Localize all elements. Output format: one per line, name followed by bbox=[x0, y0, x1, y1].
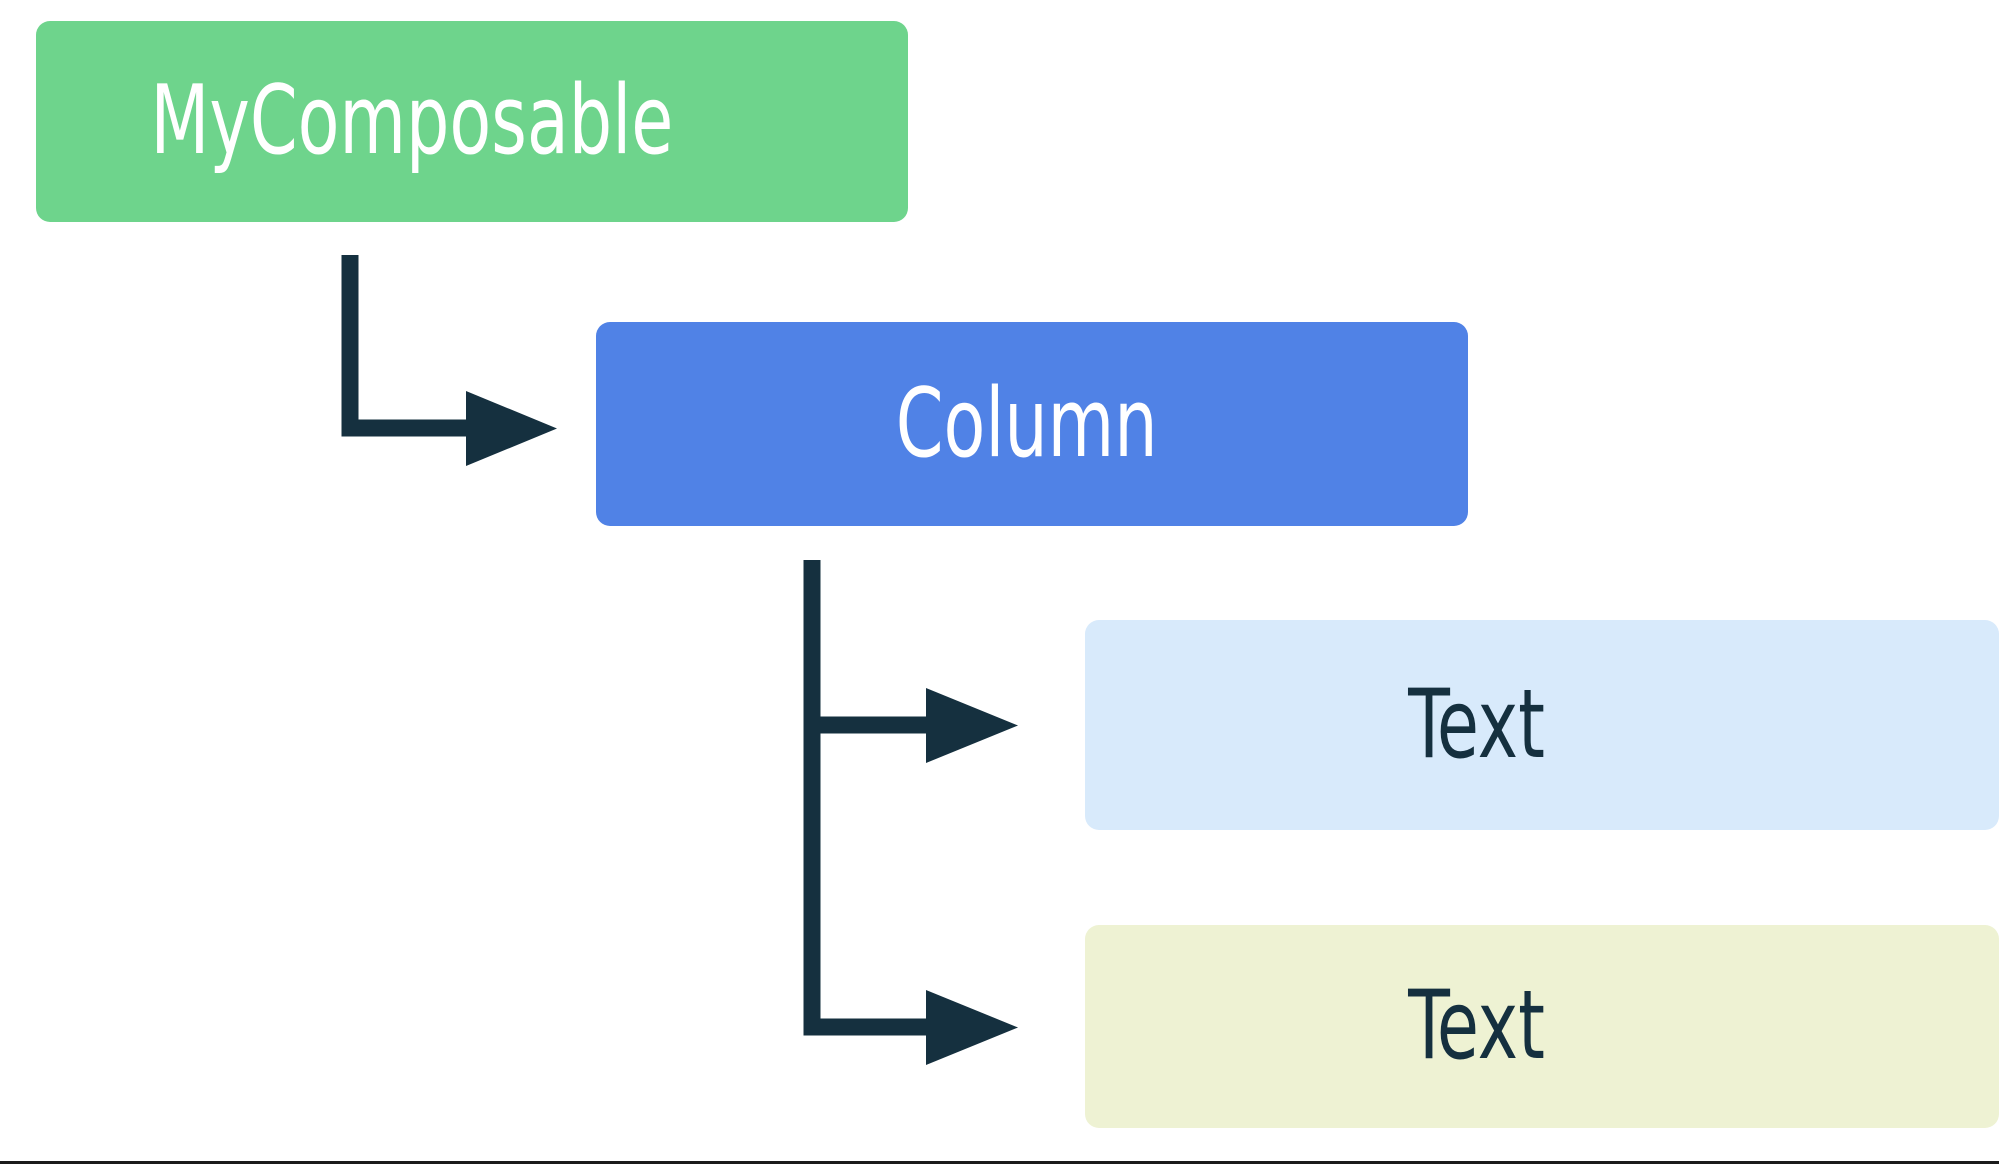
node-text-1[interactable]: Text bbox=[1085, 620, 1999, 830]
edge-line-mycomposable-column bbox=[341, 255, 470, 437]
node-label-mycomposable: MyComposable bbox=[150, 66, 674, 176]
arrowhead-icon bbox=[466, 391, 557, 466]
node-label-text-1: Text bbox=[1408, 669, 1546, 780]
bottom-divider bbox=[0, 1161, 1999, 1164]
edge-line-column-text-2 bbox=[803, 725, 930, 1036]
node-text-2[interactable]: Text bbox=[1085, 925, 1999, 1128]
arrowhead-icon bbox=[926, 688, 1018, 763]
edge-line-column-text-1 bbox=[803, 560, 930, 734]
node-mycomposable[interactable]: MyComposable bbox=[36, 21, 908, 222]
node-label-text-2: Text bbox=[1408, 971, 1546, 1081]
edge-column-to-text-2 bbox=[803, 725, 1018, 1065]
node-label-column: Column bbox=[896, 368, 1158, 479]
edge-column-to-text-1 bbox=[803, 560, 1018, 763]
arrowhead-icon bbox=[926, 990, 1018, 1065]
edge-mycomposable-to-column bbox=[341, 255, 557, 466]
node-column[interactable]: Column bbox=[596, 322, 1468, 526]
